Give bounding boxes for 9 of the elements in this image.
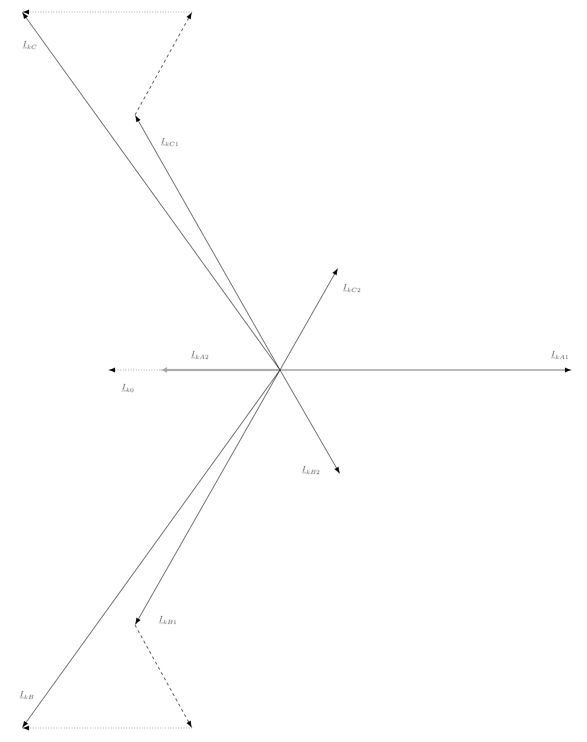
phasor-label: $\underline{I}_{kB2}$ [302,466,320,474]
phasor-label: $\underline{I}_{kC1}$ [160,138,178,146]
phasor-label: $\underline{I}_{kA2}$ [190,351,208,360]
phasor-label: $\underline{I}_{k0}$ [122,384,134,392]
phasor-label: $\underline{I}_{kA1}$ [550,351,568,360]
phasor-label: $\underline{I}_{kC}$ [22,41,36,50]
phasor-label: $\underline{I}_{kB1}$ [158,616,176,624]
phasor-label: $\underline{I}_{kB}$ [20,691,34,700]
phasor-label: $\underline{I}_{kC2}$ [342,284,360,292]
